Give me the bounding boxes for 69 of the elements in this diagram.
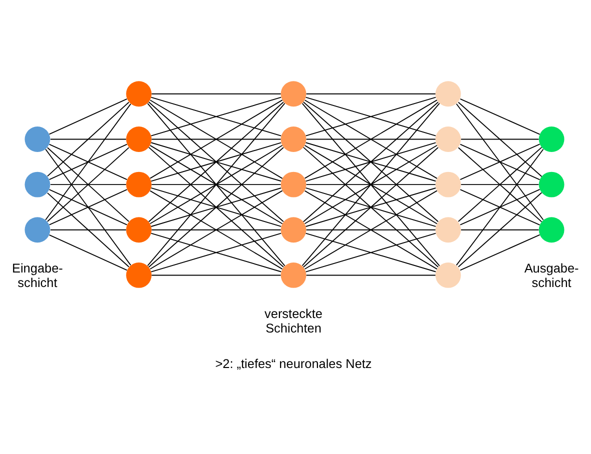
label: Ausgabe- schicht	[524, 260, 579, 290]
connector	[151, 184, 282, 185]
node-circle	[280, 262, 306, 288]
node-circle	[435, 216, 461, 242]
connector	[460, 234, 540, 270]
node-circle	[435, 262, 461, 288]
node-circle	[280, 126, 306, 152]
connector	[460, 228, 540, 230]
connector	[150, 99, 283, 178]
node-circle	[126, 216, 152, 242]
connector	[151, 138, 282, 140]
connector	[48, 188, 128, 225]
node-circle	[126, 171, 152, 197]
connector	[456, 102, 544, 220]
connector	[306, 274, 436, 276]
connector	[150, 144, 283, 224]
connector	[150, 96, 282, 136]
connector	[151, 228, 282, 230]
connector	[460, 138, 540, 140]
connector	[458, 192, 542, 267]
connector	[302, 101, 439, 222]
label: versteckte Schichten	[264, 305, 322, 335]
connector	[150, 142, 282, 182]
connector	[46, 192, 130, 267]
connector	[305, 142, 436, 182]
label: >2: „tiefes“ neuronales Netz	[215, 356, 372, 371]
node-circle	[280, 171, 306, 197]
node-circle	[24, 126, 50, 152]
node-circle	[435, 171, 461, 197]
node-circle	[24, 171, 50, 197]
node-circle	[538, 126, 564, 152]
node-circle	[24, 216, 50, 242]
connector	[304, 99, 438, 178]
node-circle	[435, 126, 461, 152]
connector	[305, 232, 436, 272]
connector	[460, 143, 540, 180]
connector	[45, 148, 132, 266]
node-circle	[538, 216, 564, 242]
connector	[460, 184, 540, 185]
connector	[48, 98, 128, 134]
node-circle	[435, 80, 461, 106]
node-circle	[538, 171, 564, 197]
connector	[306, 138, 436, 140]
connector	[45, 102, 132, 220]
connector	[148, 101, 284, 222]
connector	[304, 144, 438, 224]
node-circle	[280, 80, 306, 106]
connector	[151, 274, 282, 276]
connector	[150, 232, 282, 272]
connector	[48, 234, 128, 270]
node-circle	[126, 262, 152, 288]
connector	[305, 96, 436, 136]
connector	[460, 98, 540, 134]
connector	[147, 102, 286, 266]
connector	[306, 184, 436, 185]
node-circle	[126, 126, 152, 152]
connector	[306, 228, 436, 230]
connector	[50, 138, 126, 140]
connector	[50, 228, 126, 230]
node-circle	[126, 80, 152, 106]
node-circle	[280, 216, 306, 242]
connector	[306, 92, 436, 94]
connector	[458, 101, 542, 176]
connector	[50, 184, 126, 185]
connector	[456, 148, 544, 266]
connector	[302, 102, 440, 266]
connector	[46, 101, 130, 176]
label: Eingabe- schicht	[12, 260, 63, 290]
connector	[151, 92, 282, 94]
